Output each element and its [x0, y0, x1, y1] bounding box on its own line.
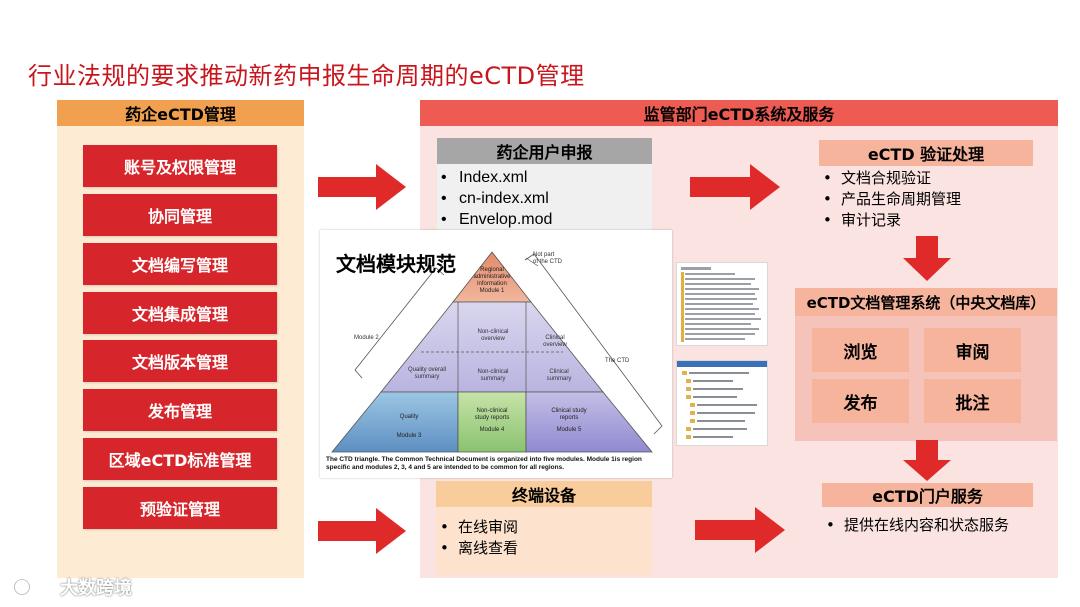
arrow-down-icon: [903, 440, 951, 481]
dms-tile-review[interactable]: 审阅: [924, 328, 1021, 372]
verification-item: 产品生命周期管理: [819, 189, 1033, 210]
module2-label: Module 2: [354, 335, 379, 341]
verification-item: 文档合规验证: [819, 168, 1033, 189]
dms-header: eCTD文档管理系统（中央文档库）: [795, 288, 1057, 316]
page-title: 行业法规的要求推动新药申报生命周期的eCTD管理: [28, 62, 585, 90]
watermark-text: 大数跨境: [60, 578, 132, 599]
dms-tile-annotate[interactable]: 批注: [924, 379, 1021, 423]
right-panel-header: 监管部门eCTD系统及服务: [420, 100, 1058, 126]
the-ctd-label: The CTD: [605, 358, 630, 364]
terminal-header: 终端设备: [436, 481, 652, 507]
portal-header: eCTD门户服务: [822, 483, 1033, 507]
left-item-regional[interactable]: 区域eCTD标准管理: [83, 438, 277, 480]
left-item-integration[interactable]: 文档集成管理: [83, 292, 277, 334]
left-panel-header: 药企eCTD管理: [57, 100, 304, 126]
logo-icon: [14, 578, 51, 595]
dms-tile-publish[interactable]: 发布: [812, 379, 909, 423]
arrow-right-icon: [690, 164, 780, 210]
arrow-right-icon: [318, 164, 406, 210]
portal-item: 提供在线内容和状态服务: [822, 515, 1033, 536]
left-item-prevalidation[interactable]: 预验证管理: [83, 487, 277, 529]
arrow-right-icon: [318, 508, 406, 554]
file-tree-screenshot: [676, 360, 768, 446]
terminal-box: 在线审阅 离线查看: [436, 507, 652, 575]
verification-header: eCTD 验证处理: [819, 140, 1033, 166]
figure-caption: The CTD triangle. The Common Technical D…: [326, 456, 642, 471]
left-item-version[interactable]: 文档版本管理: [83, 340, 277, 382]
submission-box: Index.xml cn-index.xml Envelop.mod: [437, 164, 652, 232]
submission-item: cn-index.xml: [437, 188, 652, 209]
watermark: 大数跨境: [12, 574, 132, 600]
verification-item: 审计记录: [819, 210, 1033, 231]
verification-box: 文档合规验证 产品生命周期管理 审计记录: [819, 166, 1033, 232]
submission-item: Envelop.mod: [437, 209, 652, 230]
terminal-item: 离线查看: [436, 538, 652, 559]
submission-header: 药企用户申报: [437, 138, 652, 164]
left-item-account[interactable]: 账号及权限管理: [83, 145, 277, 187]
figure-title: 文档模块规范: [336, 252, 456, 276]
arrow-down-icon: [903, 236, 951, 281]
left-item-collab[interactable]: 协同管理: [83, 194, 277, 236]
dms-tile-browse[interactable]: 浏览: [812, 328, 909, 372]
submission-item: Index.xml: [437, 167, 652, 188]
xml-tree-screenshot: [676, 262, 768, 346]
left-item-publish[interactable]: 发布管理: [83, 389, 277, 431]
portal-box: 提供在线内容和状态服务: [822, 515, 1033, 565]
arrow-right-icon: [695, 507, 785, 553]
left-item-authoring[interactable]: 文档编写管理: [83, 243, 277, 285]
terminal-item: 在线审阅: [436, 517, 652, 538]
